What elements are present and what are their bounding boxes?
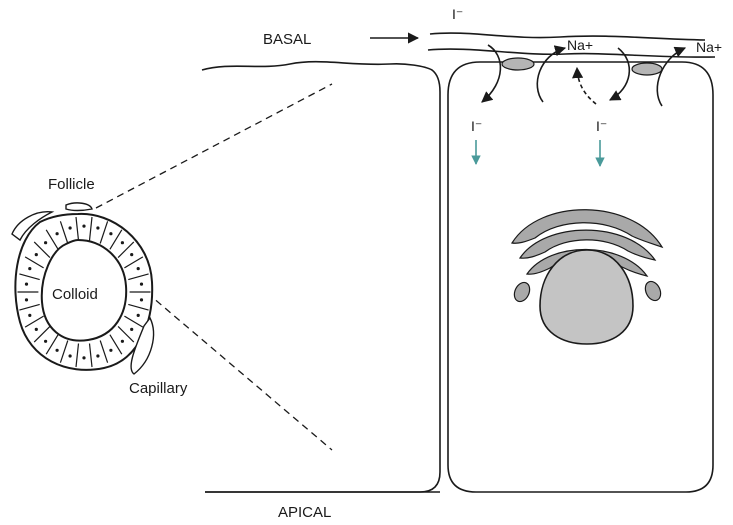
follicle-cell-nucleus <box>121 340 124 343</box>
follicle-cell-nucleus <box>28 314 31 317</box>
follicle-cell-nucleus <box>56 232 59 235</box>
nucleus <box>540 250 633 344</box>
follicle-cell-nucleus <box>137 314 140 317</box>
follicle-cell-nucleus <box>140 283 143 286</box>
iodide-uptake-arrow-right <box>610 48 629 100</box>
follicle-cell-nucleus <box>137 267 140 270</box>
follicle-cell-nucleus <box>109 232 112 235</box>
vesicle-right <box>642 279 663 303</box>
capillary-vessel-top <box>66 203 92 211</box>
follicle-cell-nucleus <box>25 298 28 301</box>
follicle-cell-nucleus <box>25 283 28 286</box>
left-thyroid-cell <box>202 62 440 492</box>
iodide-right-label: I⁻ <box>596 118 607 134</box>
follicle-cell-nucleus <box>28 267 31 270</box>
capillary-label: Capillary <box>129 380 188 397</box>
golgi-arc-outer <box>512 210 662 247</box>
sodium-return-arrow <box>577 68 596 104</box>
follicle-cell-nucleus <box>35 253 38 256</box>
na-i-symporter-right <box>632 63 662 75</box>
follicle-label: Follicle <box>48 176 95 193</box>
follicle-cell-nucleus <box>96 226 99 229</box>
follicle-cell-nucleus <box>44 340 47 343</box>
follicle-cell-nucleus <box>130 328 133 331</box>
follicle-cell-nucleus <box>69 226 72 229</box>
follicle-cell-nucleus <box>56 349 59 352</box>
membrane-loop-left <box>537 48 565 102</box>
follicle-cell-nucleus <box>130 253 133 256</box>
follicle-cell-nucleus <box>82 225 85 228</box>
follicle-cell-nucleus <box>44 241 47 244</box>
follicle-cell-nucleus <box>82 356 85 359</box>
na-i-symporter-left <box>502 58 534 70</box>
zoom-line-upper <box>96 84 332 208</box>
follicle-cell-nucleus <box>96 354 99 357</box>
follicle-cell-nucleus <box>121 241 124 244</box>
iodide-top-label: I⁻ <box>452 6 463 22</box>
sodium-right-label: Na+ <box>696 39 722 55</box>
follicle-cell-nucleus <box>69 354 72 357</box>
basal-label: BASAL <box>263 31 311 48</box>
vesicle-left <box>511 280 532 304</box>
sodium-center-label: Na+ <box>567 37 593 53</box>
colloid-label: Colloid <box>52 286 98 303</box>
follicle-cell-nucleus <box>35 328 38 331</box>
iodide-left-label: I⁻ <box>471 118 482 134</box>
iodide-uptake-arrow-left <box>482 45 500 102</box>
apical-label: APICAL <box>278 504 331 521</box>
follicle-cell-nucleus <box>140 298 143 301</box>
follicle-cell-nucleus <box>109 349 112 352</box>
